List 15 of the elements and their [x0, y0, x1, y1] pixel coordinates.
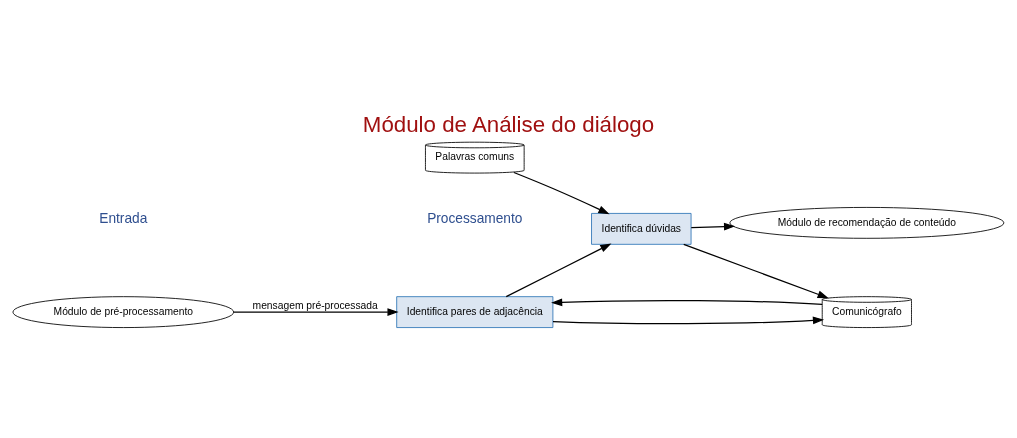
node-box: Identifica dúvidas	[591, 213, 692, 245]
label: Processamento	[427, 210, 523, 226]
arrow	[233, 308, 399, 317]
node-ellipse: Módulo de pré-processamento	[12, 296, 235, 328]
arrow	[513, 171, 610, 215]
label: Entrada	[99, 210, 148, 226]
arrow	[551, 298, 823, 307]
arrow	[690, 222, 736, 231]
arrow	[505, 243, 612, 298]
node-box: Identifica pares de adjacência	[396, 296, 554, 328]
arrow	[552, 316, 825, 325]
node-ellipse: Módulo de recomendação de conteúdo	[729, 207, 1005, 239]
arrow	[683, 243, 829, 299]
diagram-title: Módulo de Análise do diálogo	[362, 111, 655, 137]
edge-label: mensagem pré-processada	[252, 300, 378, 312]
